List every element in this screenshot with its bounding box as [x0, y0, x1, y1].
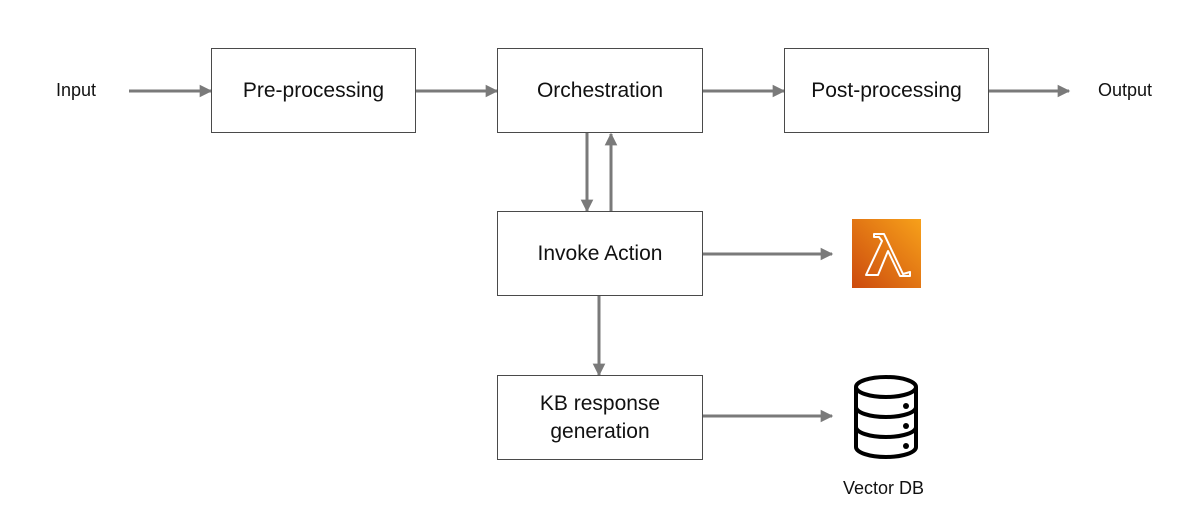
kb-response-label: KB response generation: [539, 391, 661, 443]
post-processing-label: Post-processing: [811, 78, 962, 102]
pre-processing-box[interactable]: Pre-processing: [211, 48, 416, 133]
invoke-action-label: Invoke Action: [537, 241, 663, 265]
pre-processing-label: Pre-processing: [242, 78, 385, 102]
invoke-action-box[interactable]: Invoke Action: [497, 211, 703, 296]
vector-db-label: Vector DB: [843, 478, 925, 498]
database-icon: [854, 375, 918, 459]
output-label: Output: [1098, 80, 1153, 100]
input-label: Input: [56, 80, 97, 100]
orchestration-box[interactable]: Orchestration: [497, 48, 703, 133]
aws-lambda-icon: [852, 219, 921, 288]
post-processing-box[interactable]: Post-processing: [784, 48, 989, 133]
kb-response-box[interactable]: KB response generation: [497, 375, 703, 460]
orchestration-label: Orchestration: [536, 78, 664, 102]
